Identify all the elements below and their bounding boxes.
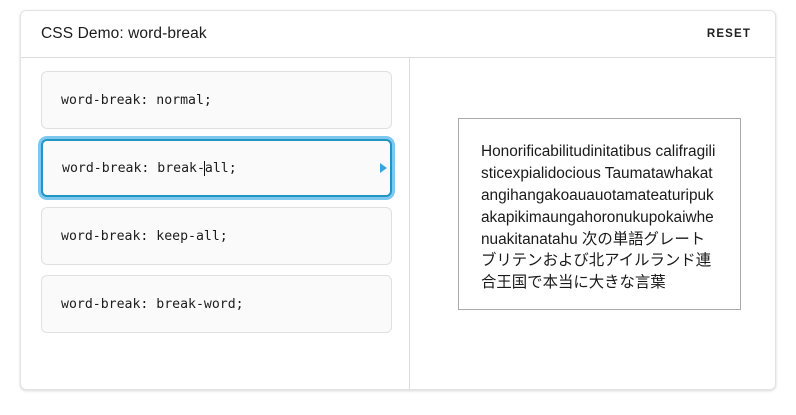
selection-arrow-icon <box>380 163 387 173</box>
option-label-suffix: all; <box>204 160 237 176</box>
text-caret <box>204 160 206 176</box>
card-header: CSS Demo: word-break RESET <box>21 11 775 58</box>
options-pane: word-break: normal; word-break: break-al… <box>21 58 410 389</box>
option-label-prefix: word-break: break- <box>62 160 205 176</box>
option-card-break-all[interactable]: word-break: break-all; <box>41 139 392 197</box>
option-label: word-break: break-word; <box>61 296 244 312</box>
preview-pane: Honorificabilitudinitatibus califragilis… <box>410 58 775 389</box>
preview-text: Honorificabilitudinitatibus califragilis… <box>481 143 716 292</box>
option-label: word-break: normal; <box>61 92 212 108</box>
reset-button[interactable]: RESET <box>703 22 755 46</box>
page-title: CSS Demo: word-break <box>41 25 207 42</box>
preview-box: Honorificabilitudinitatibus califragilis… <box>458 118 741 310</box>
option-card-keep-all[interactable]: word-break: keep-all; <box>41 207 392 265</box>
option-card-normal[interactable]: word-break: normal; <box>41 71 392 129</box>
card-body: word-break: normal; word-break: break-al… <box>21 58 775 389</box>
option-card-break-word[interactable]: word-break: break-word; <box>41 275 392 333</box>
option-label: word-break: keep-all; <box>61 228 228 244</box>
css-demo-card: CSS Demo: word-break RESET word-break: n… <box>20 10 776 390</box>
